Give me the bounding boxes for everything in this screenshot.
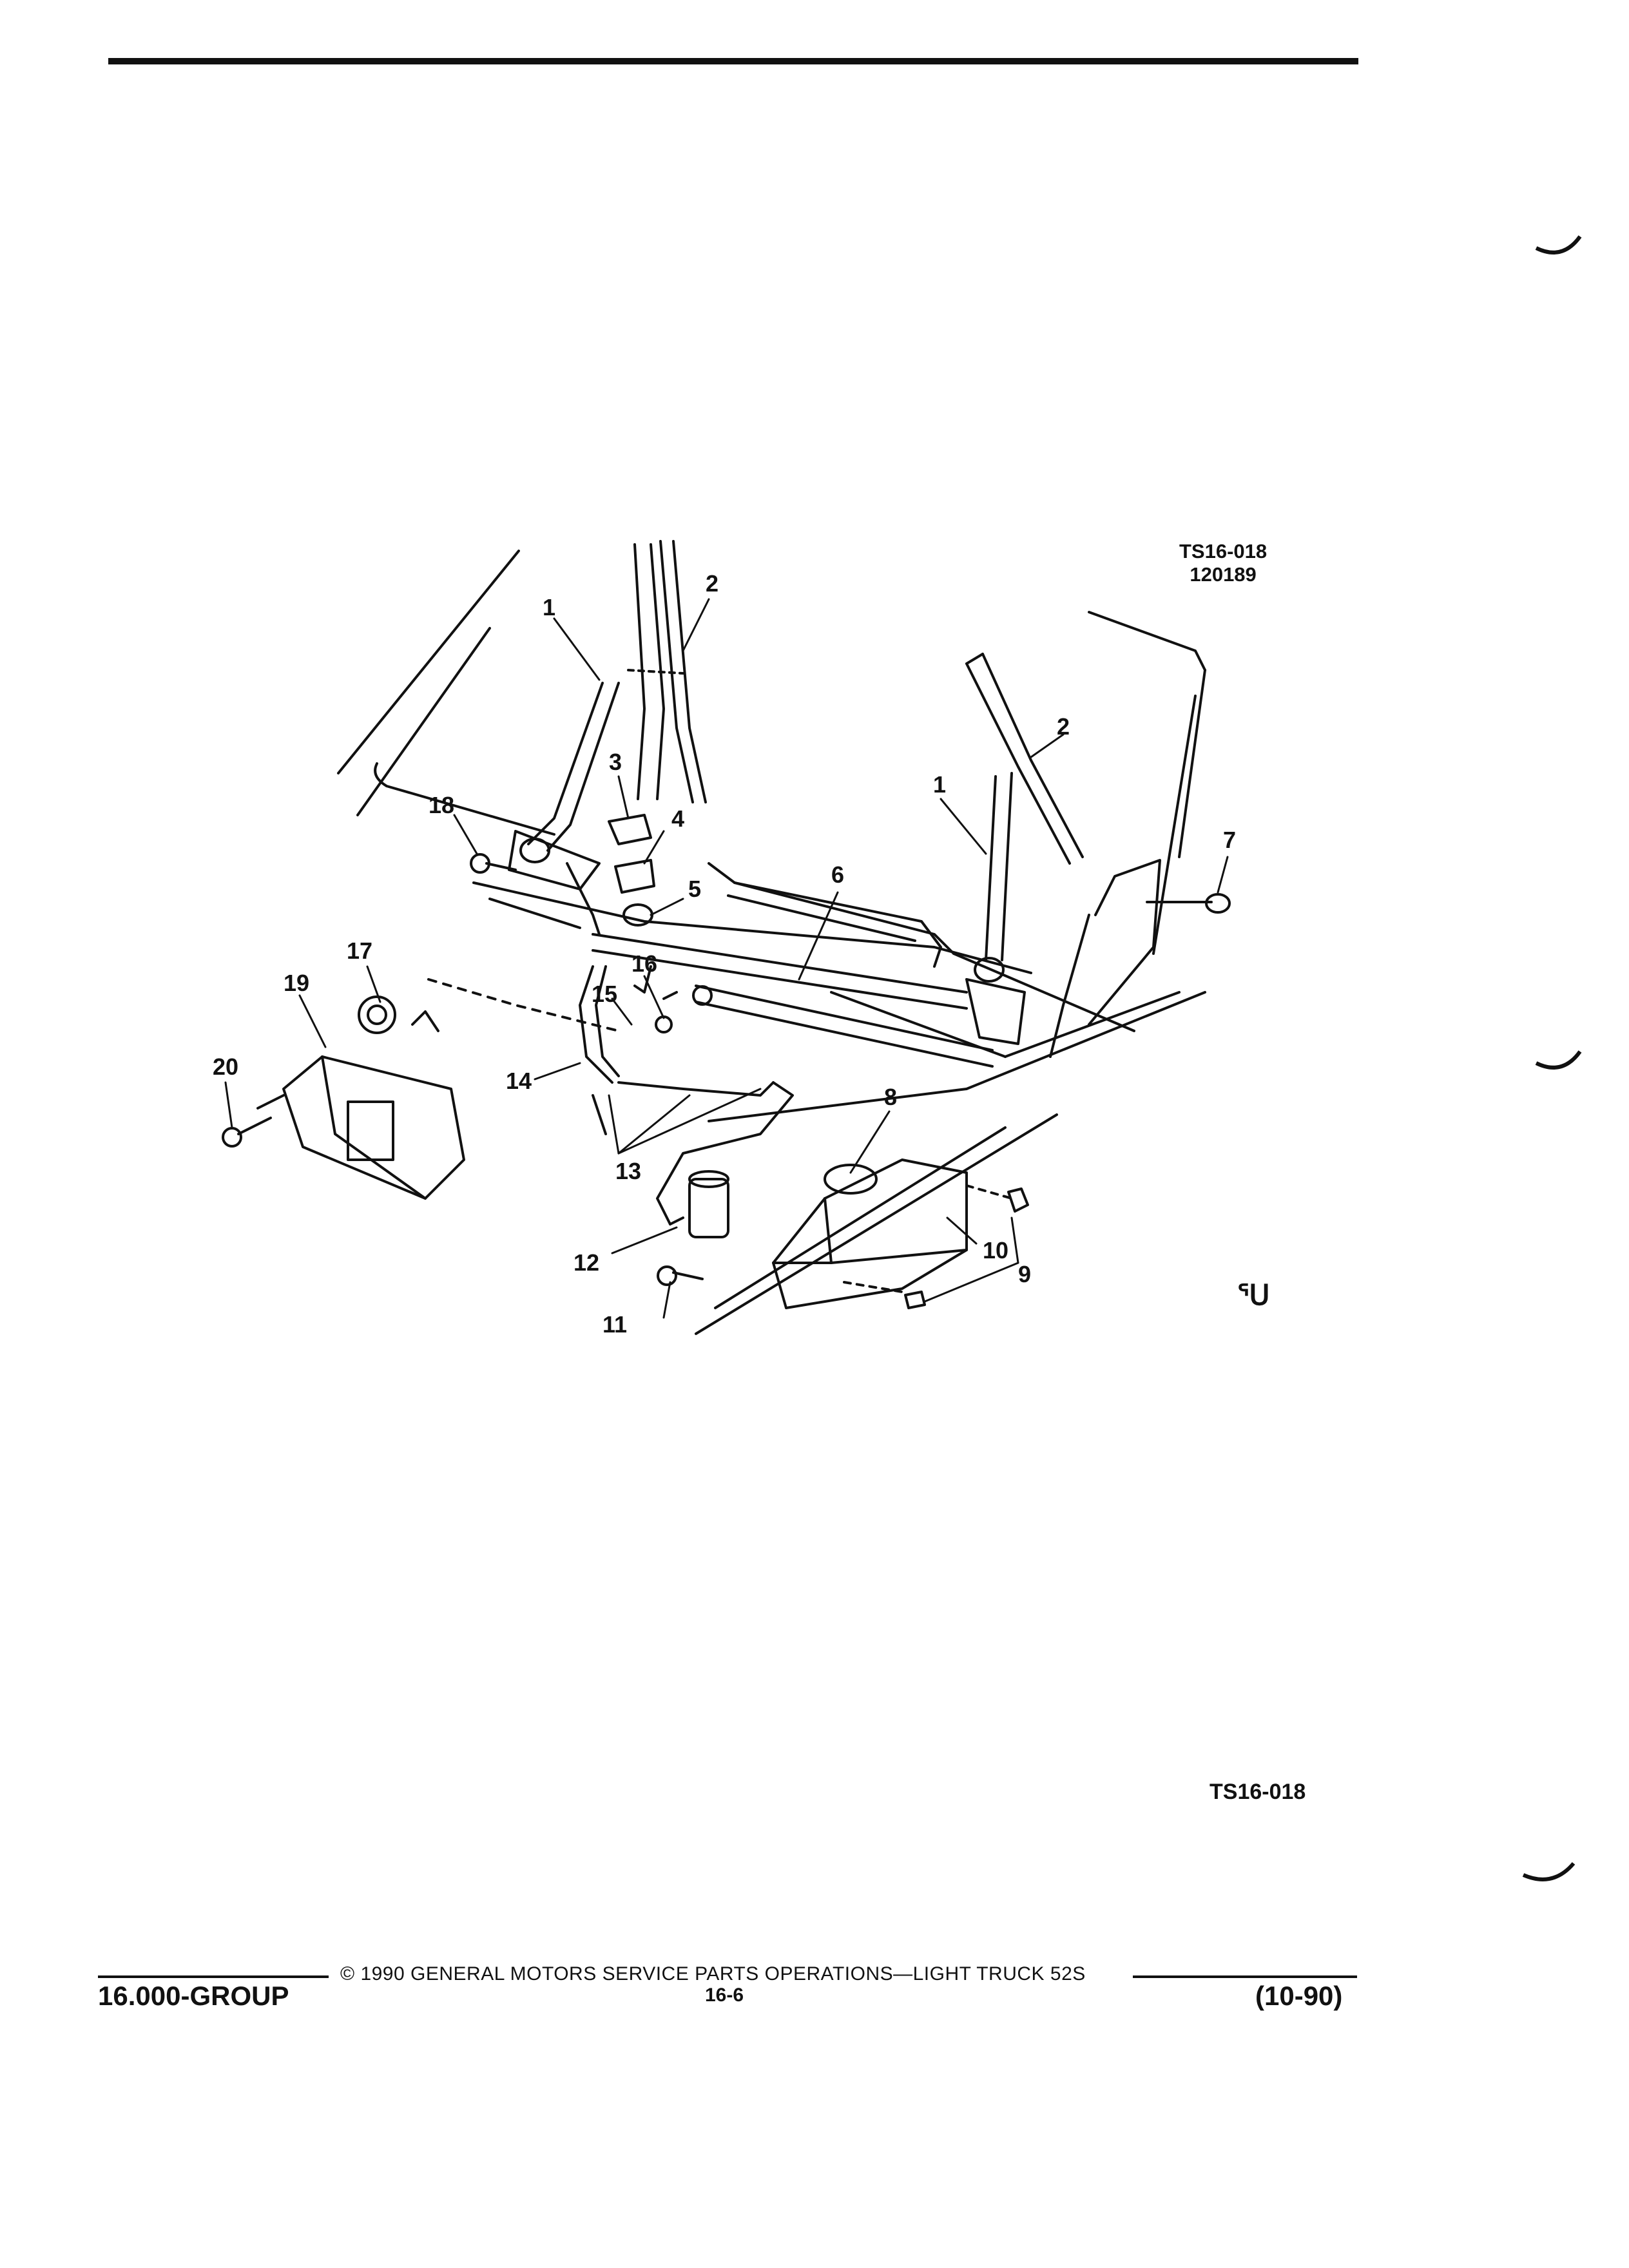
wiper-linkage: [592, 933, 994, 1068]
top-rule: [108, 58, 1358, 64]
washer-pump: [669, 1170, 729, 1238]
callout-5: 5: [688, 876, 701, 902]
callout-9: 9: [1018, 1261, 1031, 1287]
callout-1-right: 1: [933, 771, 946, 798]
callout-14: 14: [506, 1068, 532, 1094]
callout-10: 10: [983, 1237, 1008, 1264]
callout-7: 7: [1223, 827, 1236, 853]
margin-mark-bottom: [1522, 1862, 1576, 1881]
callout-15: 15: [592, 981, 617, 1007]
callout-1-left: 1: [543, 594, 555, 620]
callout-4: 4: [671, 805, 684, 832]
callout-16: 16: [631, 950, 657, 977]
reservoir-fasteners: [657, 1187, 1029, 1309]
washer-reservoir: [772, 1158, 1013, 1309]
left-wiper-arm: [508, 682, 620, 936]
callout-19: 19: [284, 970, 309, 996]
callout-2-left: 2: [706, 570, 718, 597]
cowl-grommets: [608, 814, 655, 927]
windshield-outline: [337, 550, 1206, 955]
callout-leaders: [224, 598, 1229, 1319]
callout-11: 11: [602, 1311, 627, 1338]
callout-20: 20: [213, 1053, 238, 1080]
right-wiper-arm: [965, 772, 1026, 1045]
callout-6: 6: [831, 861, 844, 888]
footer-copyright: © 1990 GENERAL MOTORS SERVICE PARTS OPER…: [340, 1963, 1086, 1984]
callout-3: 3: [609, 749, 622, 775]
footer-rule-right: [1133, 1975, 1357, 1978]
wiper-motor: [256, 978, 620, 1200]
figure-date-code: 120189: [1190, 563, 1257, 586]
margin-mark-top: [1535, 235, 1582, 255]
figure-id: TS16-018: [1179, 540, 1268, 562]
left-wiper-blade: [627, 540, 707, 803]
callout-18: 18: [429, 792, 454, 818]
bracket-bolt: [470, 853, 517, 874]
right-wiper-blade: [965, 653, 1084, 865]
margin-mark-middle: [1535, 1050, 1582, 1070]
washer-nozzle-assembly: [1049, 859, 1231, 1058]
figure-id-block: TS16-018 120189: [1179, 540, 1267, 586]
callout-8: 8: [884, 1084, 897, 1110]
washer-hoses: [579, 965, 794, 1225]
callout-2-right: 2: [1057, 713, 1070, 740]
motor-bolt: [222, 1117, 272, 1148]
callout-13: 13: [615, 1158, 641, 1184]
figure-ref-bottom: TS16-018: [1210, 1780, 1306, 1804]
footer-revision: (10-90): [1255, 1981, 1343, 2011]
footer-page-number: 16-6: [705, 1984, 744, 2006]
footer-group-label: 16.000-GROUP: [98, 1981, 289, 2011]
publisher-logo: ᕐᑌ: [1237, 1280, 1270, 1311]
callout-17: 17: [347, 937, 372, 964]
callout-12: 12: [574, 1249, 599, 1276]
footer-rule-left: [98, 1975, 329, 1978]
